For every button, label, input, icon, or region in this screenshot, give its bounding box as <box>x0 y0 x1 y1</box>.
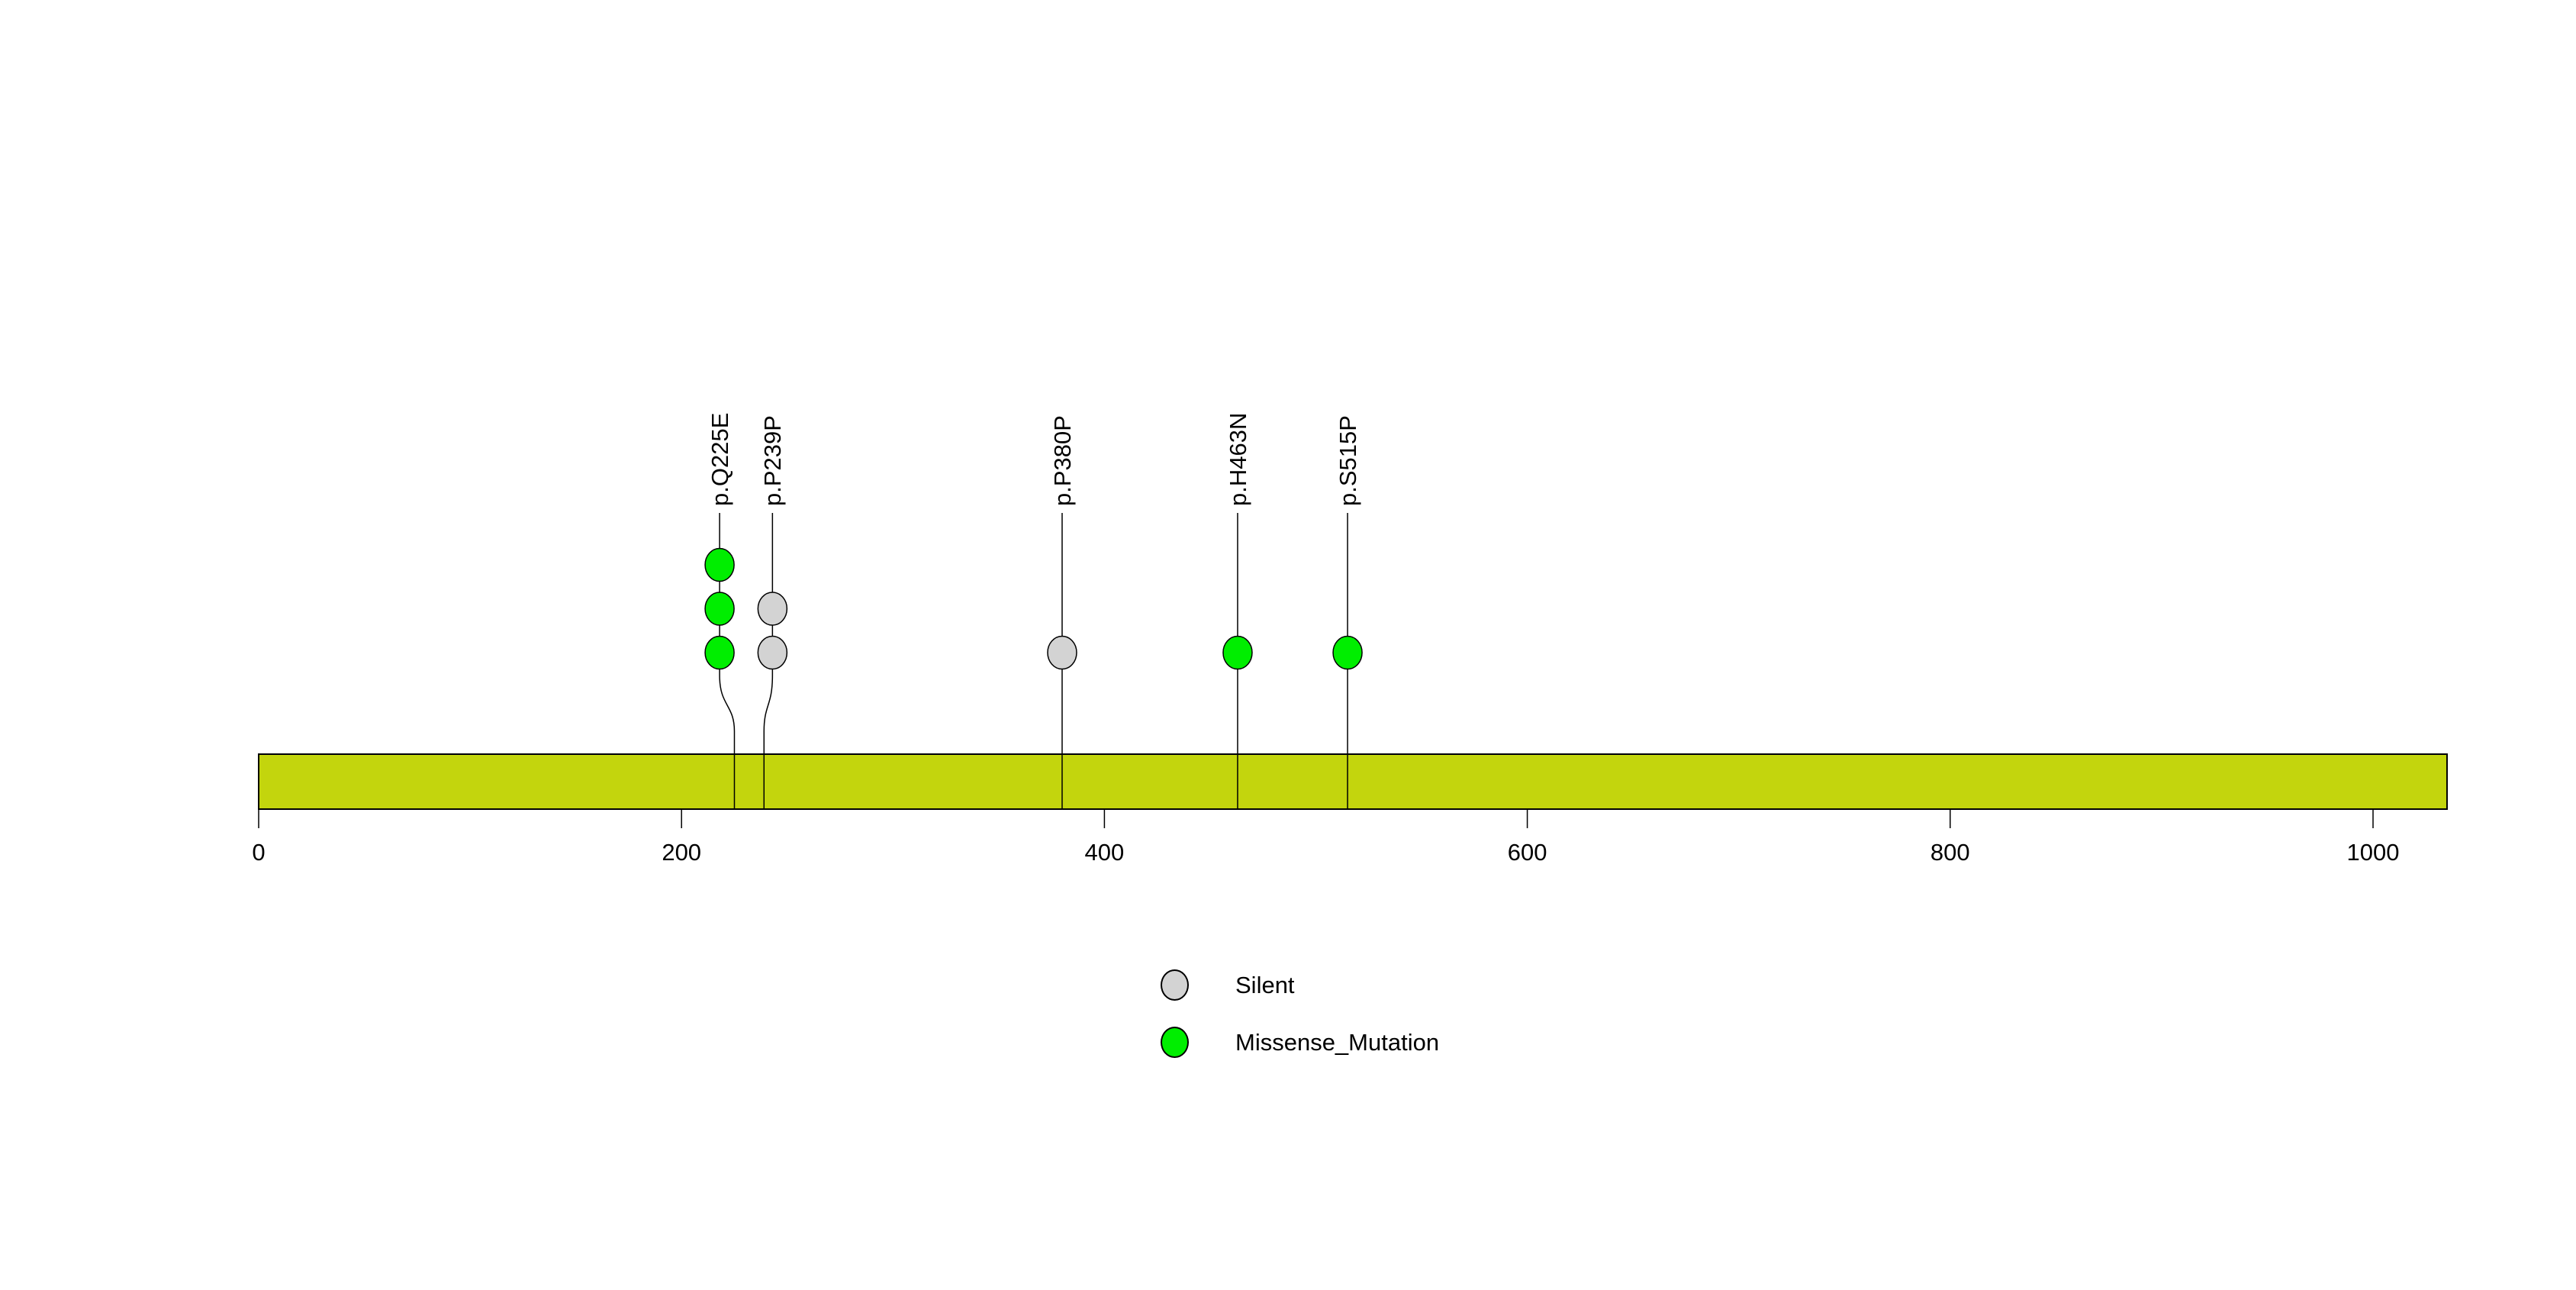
mutation-label: p.H463N <box>1225 413 1251 506</box>
axis-tick-label: 1000 <box>2347 839 2400 866</box>
mutation-circle <box>1047 635 1077 670</box>
mutation-circle <box>704 635 735 670</box>
legend-label-missense-mutation: Missense_Mutation <box>1235 1028 1440 1056</box>
mutation-label: p.S515P <box>1335 415 1361 506</box>
axis-tick-label: 200 <box>662 839 701 866</box>
mutation-label: p.P239P <box>759 415 786 506</box>
mutation-circle <box>1222 635 1253 670</box>
mutation-circle <box>757 592 788 626</box>
legend: Silent Missense_Mutation <box>1161 969 1439 1084</box>
lollipop-stem <box>763 513 774 809</box>
mutation-circle <box>704 592 735 626</box>
silent-circle-icon <box>1161 969 1189 1001</box>
mutation-circle <box>704 547 735 582</box>
axis-tick-label: 0 <box>252 839 265 866</box>
protein-bar <box>258 753 2448 810</box>
mutation-circle <box>757 635 788 670</box>
mutation-label: p.P380P <box>1049 415 1076 506</box>
axis-tick-label: 600 <box>1508 839 1547 866</box>
axis-tick-label: 400 <box>1085 839 1125 866</box>
lollipop-stem <box>719 513 736 809</box>
missense-mutation-circle-icon <box>1161 1027 1189 1058</box>
axis-tick-label: 800 <box>1930 839 1970 866</box>
legend-label-silent: Silent <box>1235 971 1295 998</box>
mutation-circle <box>1332 635 1363 670</box>
legend-item-silent: Silent <box>1161 969 1439 1001</box>
mutation-label: p.Q225E <box>707 413 733 506</box>
legend-item-missense-mutation: Missense_Mutation <box>1161 1027 1439 1058</box>
